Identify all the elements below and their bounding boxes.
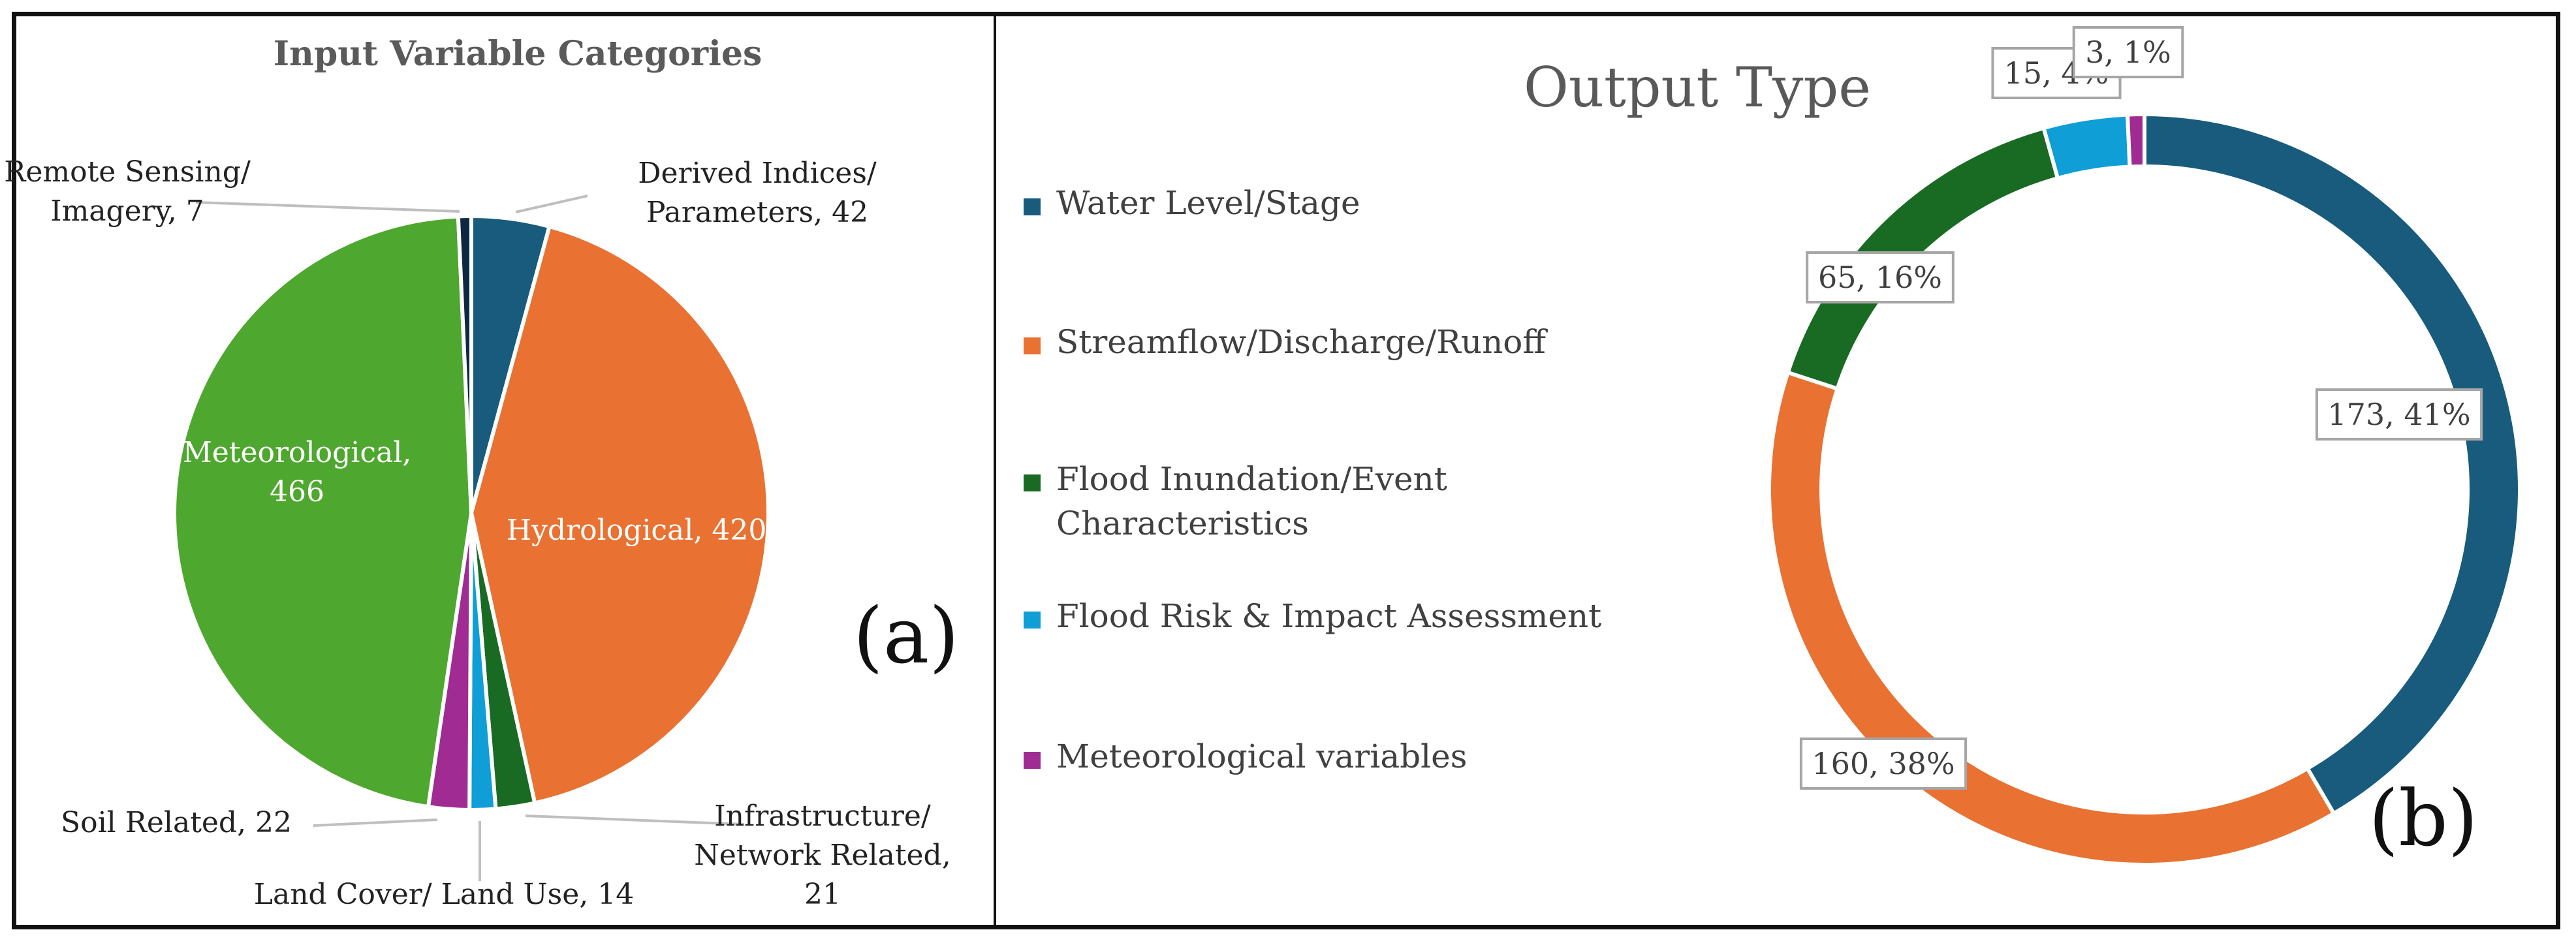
pie-label-infrastructure-network-related: Infrastructure/Network Related,21 [694,800,950,911]
panel-divider [994,12,996,929]
pie-label-derived-indices-parameters: Derived Indices/Parameters, 42 [638,157,877,229]
pie-slice-meteorological [172,214,474,809]
pie-label-soil-related: Soil Related, 22 [61,806,292,839]
pie-a-leader-lines [195,194,745,881]
pie-label-remote-sensing-imagery: Remote Sensing/Imagery, 7 [4,155,251,228]
pie-label-hydrological: Hydrological, 420 [507,514,767,547]
pie-label-meteorological: Meteorological,466 [183,436,412,508]
leader-line-remote-sensing-imagery [195,201,460,213]
pie-label-land-cover-land-use: Land Cover/ Land Use, 14 [254,878,634,911]
pie-a-slices [172,213,770,813]
pie-a-labels: Derived Indices/Parameters, 42 Hydrologic… [4,155,951,911]
leader-line-derived-indices-parameters [515,194,588,213]
leader-line-infrastructure-network-related [525,815,745,826]
pie-slice-hydrological [469,224,770,806]
panel-label-a: (a) [853,591,959,681]
leader-line-soil-related [313,818,438,827]
chart-a-title: Input Variable Categories [274,34,762,74]
pie-slice-remote-sensing-imagery [456,213,473,514]
figure-frame [12,12,2560,929]
